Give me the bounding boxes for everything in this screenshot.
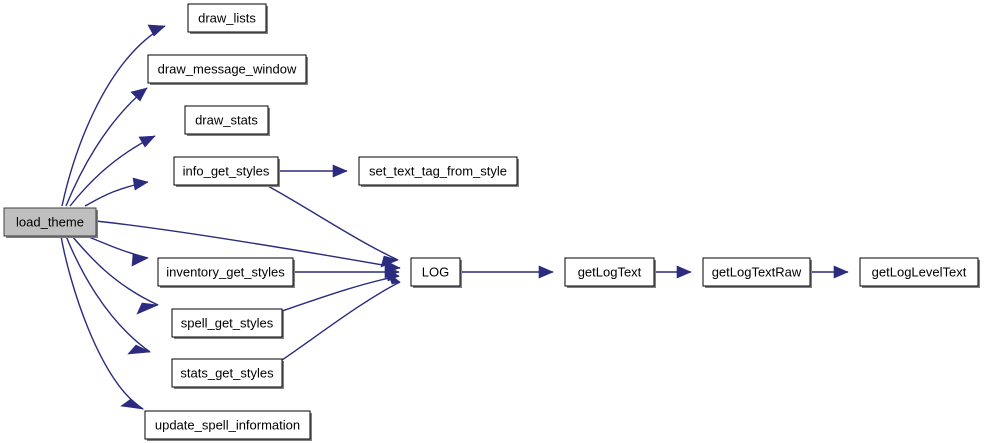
arrowhead-icon — [127, 344, 152, 355]
node-rect[interactable] — [358, 156, 518, 186]
edges-layer — [60, 24, 849, 410]
edge-load_theme-to-update_spell_information — [60, 235, 144, 410]
node-rect[interactable] — [184, 105, 269, 135]
edge-info_get_styles-to-set_text_tag_from_style — [278, 164, 348, 178]
node-rect[interactable] — [171, 358, 283, 388]
edge-line — [60, 235, 144, 410]
arrowhead-icon — [130, 87, 148, 102]
edge-line — [95, 220, 401, 269]
node-LOG[interactable]: LOG — [410, 257, 462, 288]
edge-line — [281, 275, 400, 312]
node-spell_get_styles[interactable]: spell_get_styles — [171, 308, 284, 339]
edge-line — [65, 235, 151, 353]
node-rect[interactable] — [187, 3, 267, 33]
edge-line — [65, 87, 148, 207]
node-info_get_styles[interactable]: info_get_styles — [173, 156, 280, 187]
node-draw_lists[interactable]: draw_lists — [187, 3, 268, 34]
node-rect[interactable] — [859, 257, 979, 287]
node-inventory_get_styles[interactable]: inventory_get_styles — [157, 257, 295, 288]
arrowhead-icon — [132, 177, 149, 191]
arrowhead-icon — [147, 24, 166, 37]
node-rect[interactable] — [3, 207, 97, 237]
nodes-layer: load_theme draw_lists draw_message_windowd… — [3, 3, 980, 441]
node-getLogText[interactable]: getLogText — [564, 257, 656, 288]
edge-line — [265, 184, 399, 261]
arrowhead-icon — [380, 255, 399, 268]
edge-inventory_get_styles-to-LOG — [293, 265, 400, 279]
edge-line — [85, 235, 149, 259]
node-getLogLevelText[interactable]: getLogLevelText — [859, 257, 980, 288]
edge-getLogText-to-getLogTextRaw — [654, 265, 692, 279]
arrowhead-icon — [120, 398, 144, 410]
edge-load_theme-to-draw_stats — [69, 135, 156, 207]
node-stats_get_styles[interactable]: stats_get_styles — [171, 358, 284, 389]
node-load_theme[interactable]: load_theme — [3, 207, 98, 238]
arrowhead-icon — [387, 272, 401, 285]
node-rect[interactable] — [144, 410, 311, 440]
node-rect[interactable] — [173, 156, 279, 186]
edge-spell_get_styles-to-LOG — [281, 268, 400, 312]
arrowhead-icon — [138, 135, 156, 148]
edge-load_theme-to-draw_lists — [61, 24, 166, 207]
edge-load_theme-to-spell_get_styles — [71, 235, 160, 315]
node-rect[interactable] — [410, 257, 461, 287]
arrowhead-icon — [332, 164, 348, 178]
edge-line — [69, 135, 156, 207]
edge-stats_get_styles-to-LOG — [281, 272, 401, 361]
node-rect[interactable] — [157, 257, 294, 287]
node-rect[interactable] — [702, 257, 811, 287]
edge-line — [71, 235, 159, 306]
arrowhead-icon — [833, 265, 849, 279]
node-update_spell_information[interactable]: update_spell_information — [144, 410, 312, 441]
node-rect[interactable] — [564, 257, 655, 287]
arrowhead-icon — [676, 265, 692, 279]
node-draw_stats[interactable]: draw_stats — [184, 105, 270, 136]
edge-load_theme-to-stats_get_styles — [65, 235, 152, 355]
edge-load_theme-to-draw_message_window — [65, 87, 148, 207]
node-draw_message_window[interactable]: draw_message_window — [147, 54, 308, 85]
node-getLogTextRaw[interactable]: getLogTextRaw — [702, 257, 812, 288]
node-rect[interactable] — [147, 54, 307, 84]
edge-line — [61, 25, 166, 207]
node-set_text_tag_from_style[interactable]: set_text_tag_from_style — [358, 156, 519, 187]
arrowhead-icon — [136, 302, 160, 315]
edge-info_get_styles-to-LOG — [265, 184, 399, 268]
edge-line — [281, 281, 401, 361]
edge-LOG-to-getLogText — [460, 265, 554, 279]
node-rect[interactable] — [171, 308, 283, 338]
arrowhead-icon — [131, 253, 149, 267]
arrowhead-icon — [538, 265, 554, 279]
edge-load_theme-to-info_get_styles — [84, 177, 149, 207]
edge-getLogTextRaw-to-getLogLevelText — [810, 265, 849, 279]
